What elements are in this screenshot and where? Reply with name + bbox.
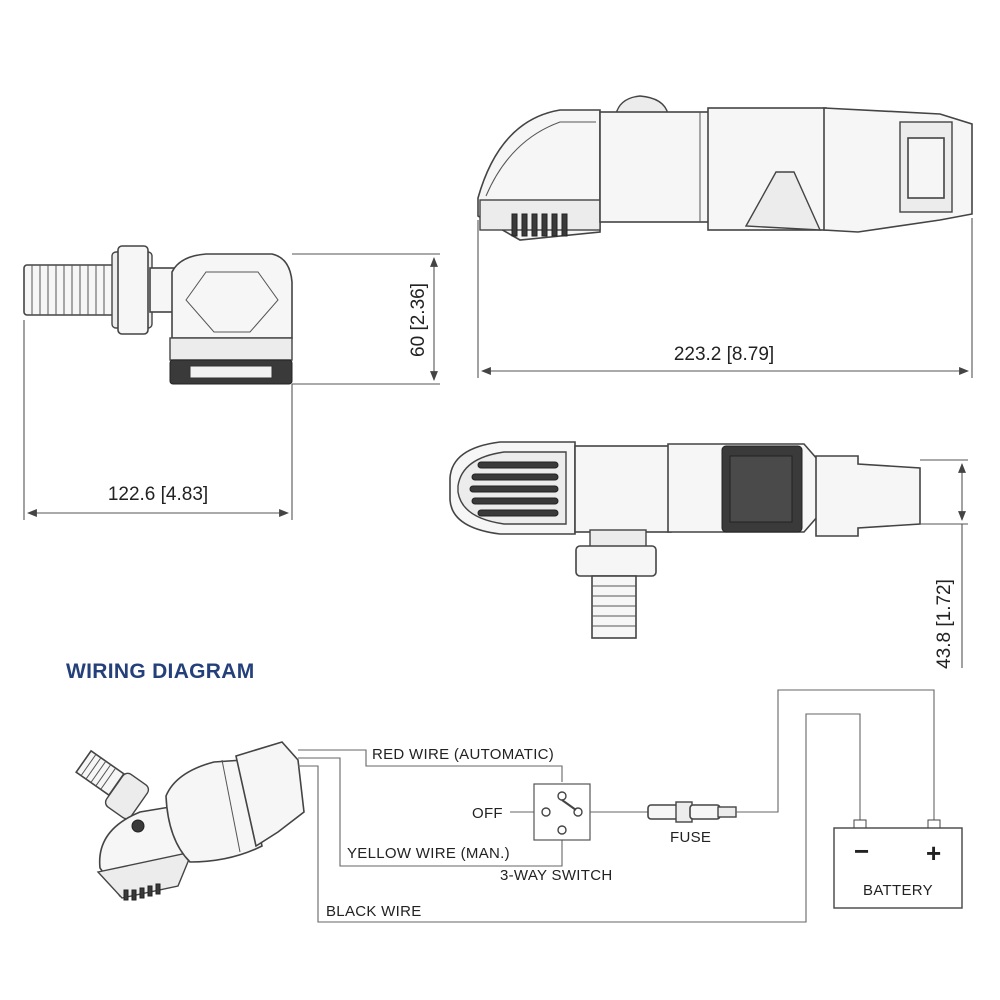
side-length-label: 122.6 [4.83] [108, 484, 208, 505]
switch-label: 3-WAY SWITCH [500, 867, 613, 884]
off-label: OFF [472, 805, 503, 822]
battery-minus: − [854, 836, 869, 866]
top-view-pump [477, 95, 973, 241]
side-view-pump [23, 245, 293, 385]
side-pump-body [171, 253, 293, 339]
side-height-label: 60 [2.36] [408, 283, 429, 357]
wiring-pump [75, 741, 305, 901]
yellow-wire [298, 757, 563, 867]
red-wire-label: RED WIRE (AUTOMATIC) [372, 746, 554, 763]
fuse-label: FUSE [670, 829, 711, 846]
battery-label: BATTERY [863, 882, 933, 899]
black-wire-label: BLACK WIRE [326, 903, 422, 920]
red-wire [298, 749, 563, 782]
yellow-wire-label: YELLOW WIRE (MAN.) [347, 845, 510, 862]
side-length-dimension: 122.6 [4.83] [23, 320, 293, 520]
battery: − + BATTERY [833, 819, 963, 909]
side-height-dimension: 60 [2.36] [292, 253, 440, 385]
top-length-dimension: 223.2 [8.79] [477, 218, 973, 378]
battery-plus: + [926, 838, 941, 868]
bottom-view-pump [449, 441, 921, 639]
fuse [647, 801, 737, 823]
hose-barb [23, 245, 177, 335]
top-length-label: 223.2 [8.79] [674, 344, 774, 365]
three-way-switch [533, 783, 591, 841]
wiring-diagram-title: WIRING DIAGRAM [66, 660, 255, 683]
intake-slots [511, 213, 568, 237]
black-wire [298, 713, 861, 923]
grip-ribs [469, 461, 559, 517]
bottom-height-label: 43.8 [1.72] [934, 579, 955, 669]
bottom-height-dimension: 43.8 [1.72] [920, 459, 968, 669]
